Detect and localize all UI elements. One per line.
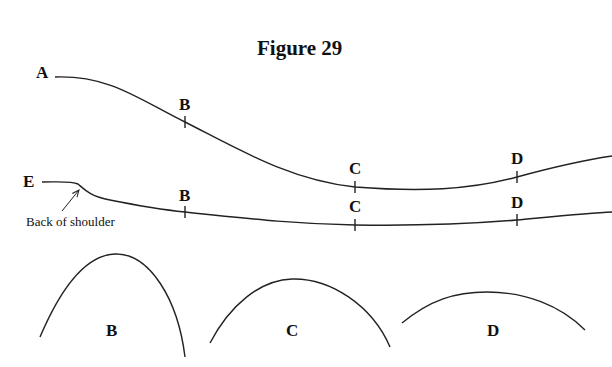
point-letter: B — [179, 96, 190, 113]
point-letter: B — [179, 187, 190, 204]
lower-curve — [42, 182, 612, 225]
upper-curve — [55, 77, 612, 190]
section-letter: C — [286, 322, 298, 339]
tick-mark — [354, 219, 355, 231]
tick-mark — [354, 181, 355, 193]
section-letter: D — [487, 322, 499, 339]
leader-arrow — [62, 190, 79, 211]
tick-mark — [516, 171, 517, 183]
point-letter: E — [23, 173, 34, 190]
section-c — [210, 279, 390, 347]
tick-mark — [516, 214, 517, 226]
figure-title: Figure 29 — [257, 38, 342, 59]
point-letter: C — [349, 198, 361, 215]
section-b — [40, 254, 185, 357]
point-letter: D — [511, 150, 523, 167]
callout-note: Back of shoulder — [26, 215, 115, 228]
point-letter: C — [349, 160, 361, 177]
point-letter: D — [511, 194, 523, 211]
tick-mark — [184, 116, 185, 128]
section-letter: B — [106, 322, 117, 339]
point-letter: A — [36, 64, 48, 81]
tick-mark — [184, 206, 185, 218]
